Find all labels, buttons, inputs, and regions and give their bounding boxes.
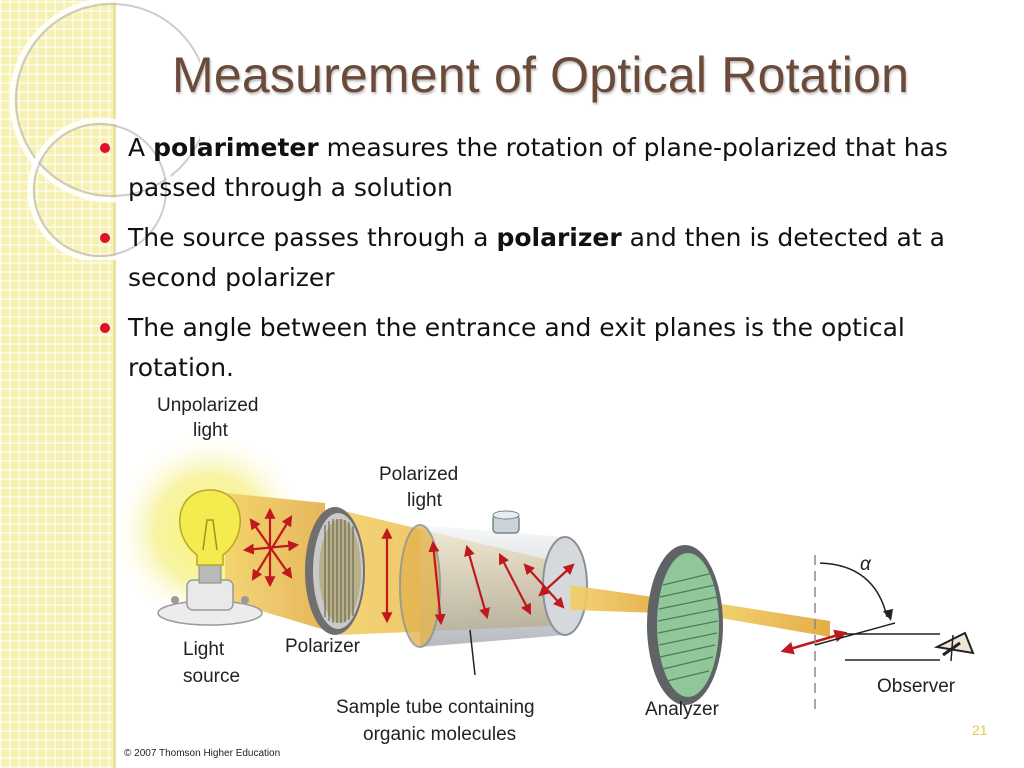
bullet-dot-icon	[100, 233, 110, 243]
label-polarized-light: light	[407, 490, 443, 511]
exit-beam	[570, 585, 660, 613]
label-unpolarized: Unpolarized	[157, 395, 258, 416]
polarimeter-diagram: α Unpolarized light Polarized light Ligh…	[115, 395, 975, 745]
label-sample-tube: Sample tube containing	[336, 697, 535, 718]
decorative-circles	[9, 0, 200, 260]
bullet-item: The angle between the entrance and exit …	[100, 308, 960, 388]
slide-title: Measurement of Optical Rotation	[172, 47, 910, 103]
label-light: Light	[183, 639, 225, 660]
eye-icon	[933, 631, 975, 662]
bullet-bold-term: polarizer	[496, 223, 622, 252]
label-observer: Observer	[877, 676, 956, 697]
stripe-edge	[113, 0, 116, 768]
label-polarized: Polarized	[379, 464, 458, 485]
bullet-item: The source passes through a polarizer an…	[100, 218, 960, 298]
copyright-notice: © 2007 Thomson Higher Education	[124, 748, 281, 759]
angle-alpha-label: α	[860, 554, 872, 575]
bullet-text: and then is detected at a second polariz…	[128, 223, 945, 292]
label-analyzer: Analyzer	[645, 699, 720, 720]
label-organic-molecules: organic molecules	[363, 724, 516, 745]
analyzed-beam	[715, 603, 830, 637]
label-unpolarized-light: light	[193, 420, 229, 441]
bullet-text: The source passes through a	[128, 223, 497, 252]
page-number: 21	[972, 722, 988, 738]
bullet-text: A	[128, 133, 154, 162]
bullet-list: A polarimeter measures the rotation of p…	[100, 128, 960, 398]
leader-sample	[469, 629, 476, 676]
bullet-dot-icon	[100, 143, 110, 153]
unpolarized-arrows	[242, 507, 300, 588]
exit-polarization-arrow	[780, 629, 848, 655]
analyzer-disc	[647, 545, 723, 705]
bullet-text: measures the rotation of plane-polarized…	[128, 133, 948, 202]
label-source: source	[183, 666, 240, 687]
bullet-item: A polarimeter measures the rotation of p…	[100, 128, 960, 208]
light-bulb-icon	[157, 489, 263, 626]
angle-arc	[819, 562, 888, 618]
polarizer-disc	[305, 507, 365, 635]
bullet-text: The angle between the entrance and exit …	[128, 313, 905, 382]
bullet-dot-icon	[100, 323, 110, 333]
rotated-polarization-arrows	[381, 527, 575, 626]
decorative-stripe	[0, 0, 113, 768]
angle-arrowhead	[883, 609, 893, 621]
label-polarizer: Polarizer	[285, 636, 361, 657]
bullet-bold-term: polarimeter	[153, 133, 319, 162]
